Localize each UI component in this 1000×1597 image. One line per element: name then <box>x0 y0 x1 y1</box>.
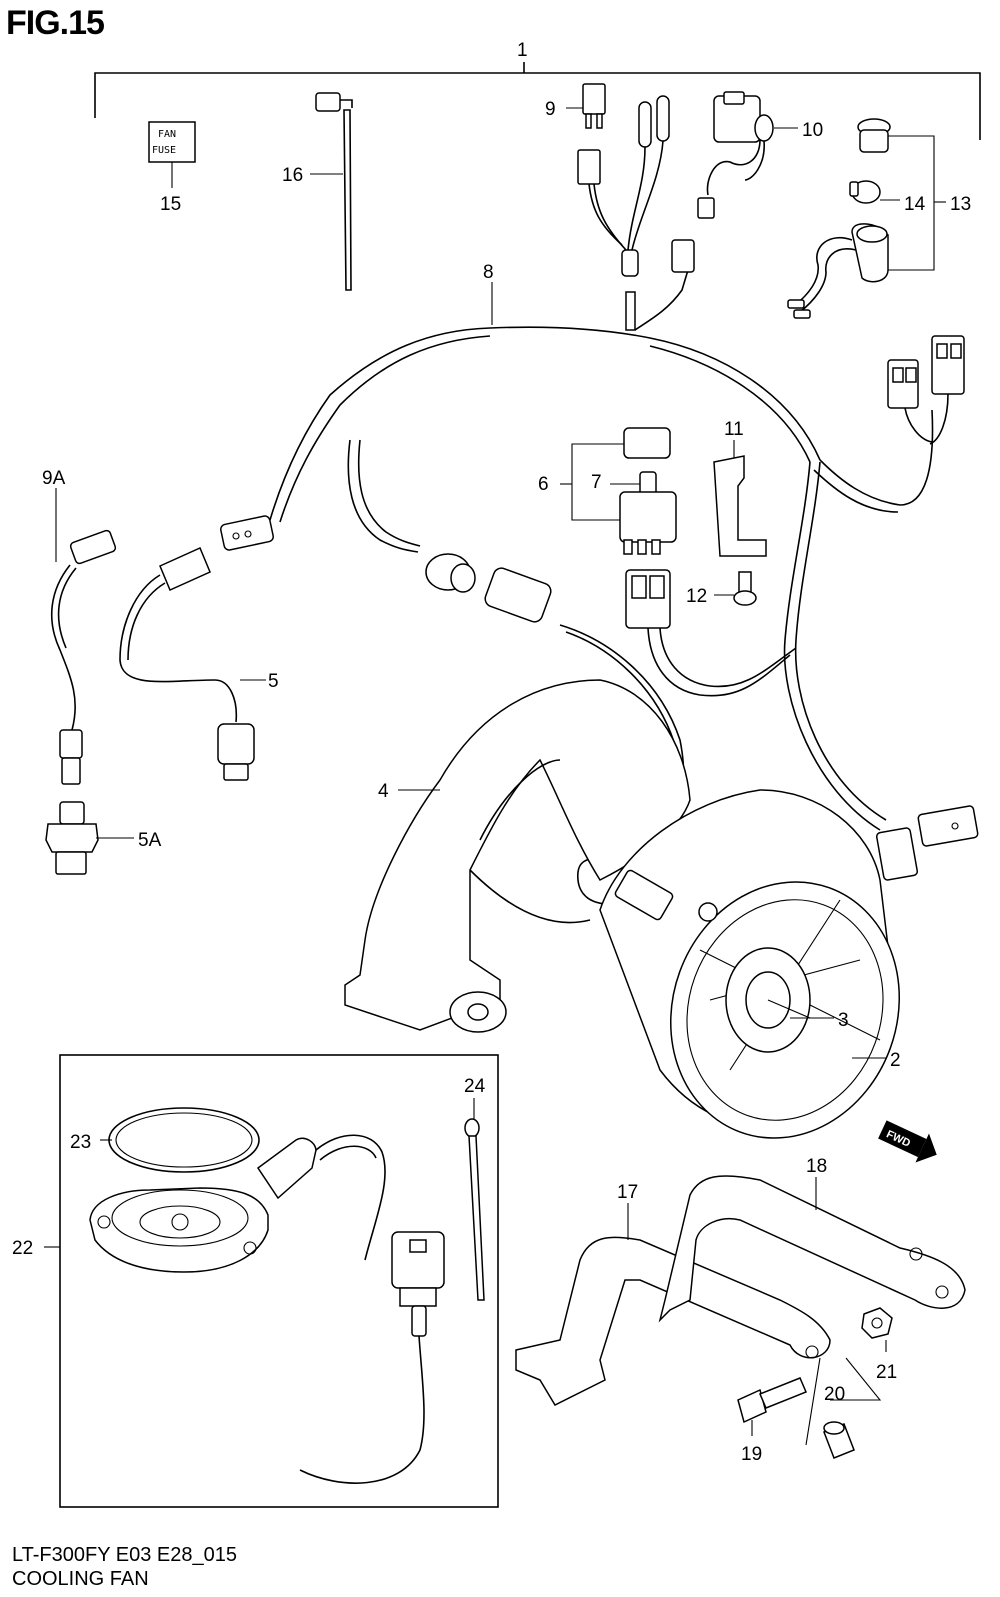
callout-22[interactable]: 22 <box>12 1238 33 1259</box>
callout-8[interactable]: 8 <box>483 262 494 283</box>
harness-coupler-right[interactable] <box>887 335 965 445</box>
callout-16[interactable]: 16 <box>282 165 303 186</box>
bracket-11[interactable] <box>713 440 767 557</box>
relay-socket[interactable] <box>625 569 797 697</box>
figure-name: COOLING FAN <box>12 1568 149 1590</box>
callout-2[interactable]: 2 <box>890 1050 901 1071</box>
wiring-harness-8[interactable] <box>269 239 934 831</box>
callout-7[interactable]: 7 <box>591 472 602 493</box>
fan-shroud-4[interactable] <box>344 679 691 1033</box>
o-ring-23[interactable] <box>100 1107 260 1173</box>
thermostat-kit-box-22[interactable] <box>44 1054 499 1508</box>
callout-14[interactable]: 14 <box>904 194 926 215</box>
screw-12[interactable] <box>714 571 757 606</box>
fuse-label-line2: FUSE <box>152 145 176 156</box>
bolt-19[interactable] <box>737 1377 807 1436</box>
callout-12[interactable]: 12 <box>686 586 707 607</box>
bracket-18[interactable] <box>658 1175 966 1323</box>
collar-20[interactable] <box>805 1357 882 1459</box>
callout-10[interactable]: 10 <box>802 120 823 141</box>
callout-18[interactable]: 18 <box>806 1156 827 1177</box>
bracket-17[interactable] <box>515 1203 831 1406</box>
nut-21[interactable] <box>861 1307 893 1352</box>
figure-code: LT-F300FY E03 E28_015 <box>12 1544 237 1566</box>
cable-tie-16[interactable] <box>310 92 353 291</box>
callout-20[interactable]: 20 <box>824 1384 845 1405</box>
thermostat-lead-connector[interactable] <box>299 1231 445 1484</box>
fan-motor-2[interactable] <box>599 789 935 1170</box>
switch-10[interactable] <box>697 91 798 219</box>
callout-9a[interactable]: 9A <box>42 468 66 489</box>
callout-5[interactable]: 5 <box>268 671 279 692</box>
callout-11[interactable]: 11 <box>724 419 744 440</box>
fan-fuse-label[interactable]: FAN FUSE <box>148 121 196 188</box>
callout-3[interactable]: 3 <box>838 1010 849 1031</box>
callout-23[interactable]: 23 <box>70 1132 91 1153</box>
callout-17[interactable]: 17 <box>617 1182 638 1203</box>
cable-tie-24[interactable] <box>464 1098 485 1301</box>
callout-4[interactable]: 4 <box>378 781 389 802</box>
lamp-socket-13[interactable] <box>787 118 946 319</box>
fuse-label-line1: FAN <box>158 129 176 140</box>
callout-1[interactable]: 1 <box>517 40 528 61</box>
fwd-direction-badge: FWD <box>878 1120 937 1163</box>
callout-6[interactable]: 6 <box>538 474 549 495</box>
callout-24[interactable]: 24 <box>464 1076 486 1097</box>
callout-5a[interactable]: 5A <box>138 830 162 851</box>
group-bracket-1 <box>94 62 981 140</box>
callout-9[interactable]: 9 <box>545 99 556 120</box>
fan-lead-coupler[interactable] <box>875 805 979 881</box>
thermo-switch-5[interactable] <box>119 546 266 781</box>
harness-connector-left[interactable] <box>220 515 274 551</box>
thermo-switch-5a[interactable] <box>45 801 134 875</box>
callout-21[interactable]: 21 <box>876 1362 897 1383</box>
callout-19[interactable]: 19 <box>741 1444 762 1465</box>
relay-6[interactable] <box>560 427 677 555</box>
callout-13[interactable]: 13 <box>950 194 971 215</box>
fuse-holder-9[interactable] <box>566 83 670 331</box>
callout-15[interactable]: 15 <box>160 194 181 215</box>
thermostat-housing[interactable] <box>89 1134 386 1273</box>
thermo-lead-9a[interactable] <box>50 488 117 785</box>
figure-title: FIG.15 <box>6 4 105 42</box>
